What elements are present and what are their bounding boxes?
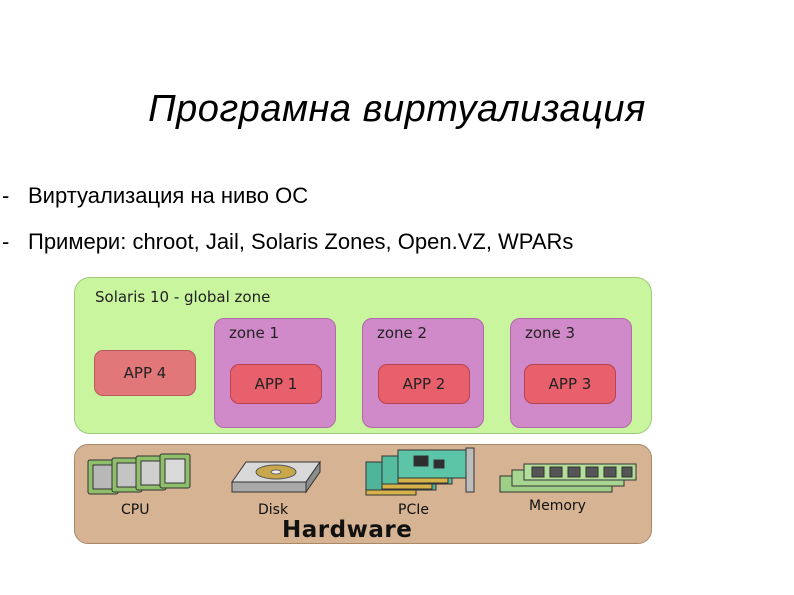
bullet-marker: -: [2, 183, 10, 208]
zone-label: zone 1: [229, 324, 280, 342]
zone-box-3: zone 3 APP 3: [510, 318, 632, 428]
memory-module-icon: [499, 463, 637, 493]
disk-icon: [231, 460, 321, 494]
zone-label: zone 2: [377, 324, 428, 342]
hardware-label-memory: Memory: [529, 498, 586, 514]
pcie-card-icon: [365, 447, 475, 496]
hardware-label-pcie: PCIe: [398, 502, 429, 518]
hardware-label-disk: Disk: [258, 502, 289, 518]
zone-app-box: APP 3: [524, 364, 616, 404]
bullet-os-level: -Виртуализация на ниво ОС: [2, 183, 308, 209]
zone-box-1: zone 1 APP 1: [214, 318, 336, 428]
cpu-icon: [87, 453, 191, 495]
bullet-text: Примери: chroot, Jail, Solaris Zones, Op…: [28, 229, 574, 254]
bullet-text: Виртуализация на ниво ОС: [28, 183, 309, 208]
global-zone-label: Solaris 10 - global zone: [95, 288, 271, 306]
slide-title: Програмна виртуализация: [148, 88, 646, 130]
global-app-box: APP 4: [94, 350, 196, 396]
zone-box-2: zone 2 APP 2: [362, 318, 484, 428]
zone-label: zone 3: [525, 324, 576, 342]
bullet-examples: -Примери: chroot, Jail, Solaris Zones, O…: [2, 229, 573, 255]
zone-app-box: APP 2: [378, 364, 470, 404]
zone-app-box: APP 1: [230, 364, 322, 404]
hardware-title: Hardware: [282, 517, 413, 543]
bullet-marker: -: [2, 229, 10, 254]
hardware-label-cpu: CPU: [121, 502, 150, 518]
